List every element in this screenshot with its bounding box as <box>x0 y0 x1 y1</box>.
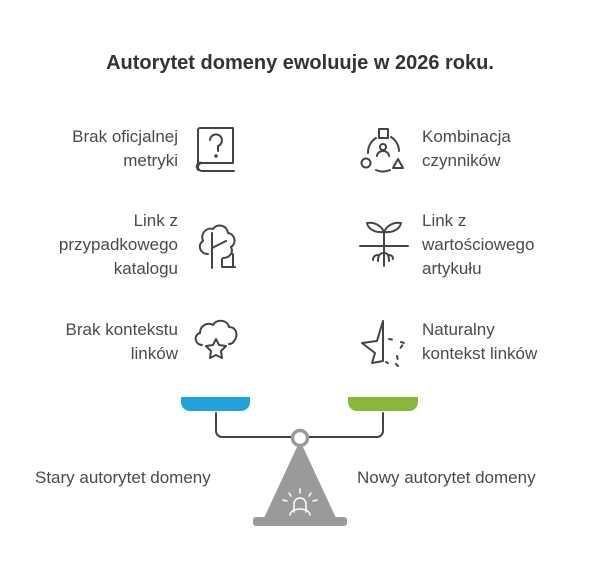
shapes-person-icon <box>360 128 404 173</box>
right-item-3: Naturalny kontekst linków <box>422 318 537 366</box>
scale-base <box>253 517 347 526</box>
right-item-1: Kombinacja czynników <box>422 125 511 173</box>
scale-beam <box>215 412 384 438</box>
left-item-1: Brak oficjalnej metryki <box>72 125 178 173</box>
scale-stand <box>264 447 336 518</box>
new-authority-label: Nowy autorytet domeny <box>357 468 536 487</box>
right-item-2: Link z wartościowego artykułu <box>422 209 534 281</box>
left-item-2: Link z przypadkowego katalogu <box>59 209 178 281</box>
right-item-2-line: artykułu <box>422 259 482 278</box>
left-item-2-line: przypadkowego <box>58 235 178 254</box>
left-item-2-line: Link z <box>133 211 178 230</box>
right-item-2-line: wartościowego <box>422 235 535 254</box>
half-star-icon <box>361 320 405 367</box>
left-item-3-line: linków <box>130 344 178 363</box>
left-item-1-line: metryki <box>123 151 178 170</box>
old-authority-label: Stary autorytet domeny <box>35 468 211 487</box>
left-item-1-line: Brak oficjalnej <box>72 127 178 146</box>
diagram-title: Autorytet domeny ewoluuje w 2026 roku. <box>106 52 494 74</box>
right-item-1-line: Kombinacja <box>422 127 511 146</box>
left-item-2-line: katalogu <box>113 259 178 278</box>
cloud-star-icon <box>194 319 238 359</box>
left-item-3: Brak kontekstu linków <box>66 318 178 366</box>
left-pan <box>181 397 250 411</box>
book-question-icon <box>195 127 235 172</box>
scale-pivot <box>290 428 310 448</box>
alarm-light-icon <box>282 488 318 516</box>
right-item-1-line: czynników <box>422 151 501 170</box>
sprout-roots-icon <box>359 221 409 267</box>
right-item-3-line: kontekst linków <box>422 344 538 363</box>
tree-icon <box>198 224 236 269</box>
balance-scale <box>181 397 418 526</box>
right-item-3-line: Naturalny <box>422 320 495 339</box>
right-item-2-line: Link z <box>422 211 467 230</box>
left-item-3-line: Brak kontekstu <box>65 320 178 339</box>
right-pan <box>348 397 418 411</box>
